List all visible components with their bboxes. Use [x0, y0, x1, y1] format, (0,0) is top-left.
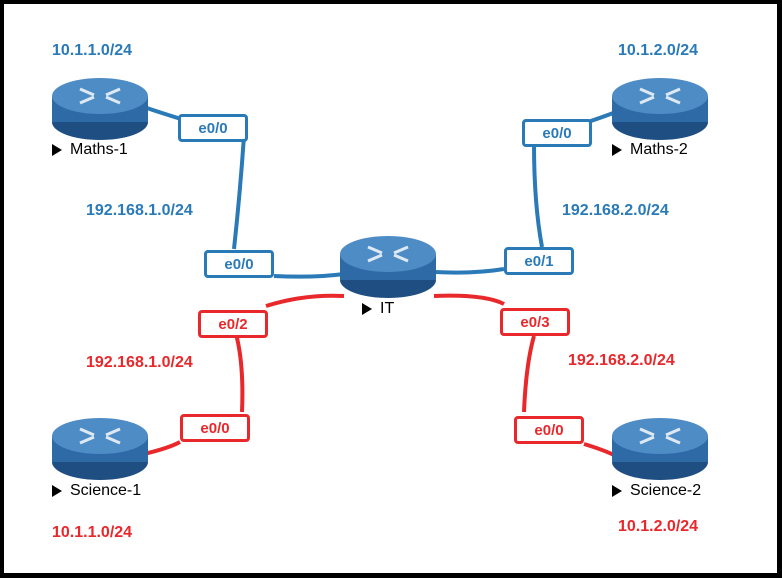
science2-it-subnet-label: 192.168.2.0/24	[568, 352, 675, 369]
it-router-name: IT	[380, 300, 395, 317]
science2-interface-e0-0: e0/0	[514, 416, 584, 444]
science1-router-name: Science-1	[70, 482, 142, 499]
it-router-label: IT	[362, 300, 394, 318]
play-triangle-icon	[362, 303, 372, 315]
science1-router-label: Science-1	[52, 482, 141, 500]
it-interface-e0-0: e0/0	[204, 250, 274, 278]
router-icon	[612, 78, 708, 140]
maths2-router-name: Maths-2	[630, 141, 688, 158]
science2-router-label: Science-2	[612, 482, 701, 500]
maths2-network-label: 10.1.2.0/24	[618, 42, 699, 59]
play-triangle-icon	[52, 485, 62, 497]
maths1-interface-e0-0: e0/0	[178, 114, 248, 142]
router-icon	[52, 418, 148, 480]
maths1-router-label: Maths-1	[52, 141, 128, 159]
science1-interface-e0-0: e0/0	[180, 414, 250, 442]
science1-network-label: 10.1.1.0/24	[52, 524, 133, 541]
maths2-interface-e0-0: e0/0	[522, 119, 592, 147]
it-interface-e0-3: e0/3	[500, 308, 570, 336]
maths2-it-subnet-label: 192.168.2.0/24	[562, 202, 669, 219]
maths1-router-name: Maths-1	[70, 141, 128, 158]
maths1-it-subnet-label: 192.168.1.0/24	[86, 202, 193, 219]
play-triangle-icon	[52, 144, 62, 156]
router-icon	[612, 418, 708, 480]
router-icon	[52, 78, 148, 140]
science1-it-subnet-label: 192.168.1.0/24	[86, 354, 193, 371]
link-science1-it	[143, 293, 345, 456]
science2-router-name: Science-2	[630, 482, 702, 499]
maths2-router-label: Maths-2	[612, 141, 688, 159]
play-triangle-icon	[612, 485, 622, 497]
it-interface-e0-2: e0/2	[198, 310, 268, 338]
maths1-network-label: 10.1.1.0/24	[52, 42, 133, 59]
it-interface-e0-1: e0/1	[504, 247, 574, 275]
science2-network-label: 10.1.2.0/24	[618, 518, 699, 535]
play-triangle-icon	[612, 144, 622, 156]
router-icon	[340, 236, 436, 298]
diagram-canvas: 10.1.1.0/24 10.1.2.0/24 10.1.1.0/24 10.1…	[4, 4, 777, 573]
